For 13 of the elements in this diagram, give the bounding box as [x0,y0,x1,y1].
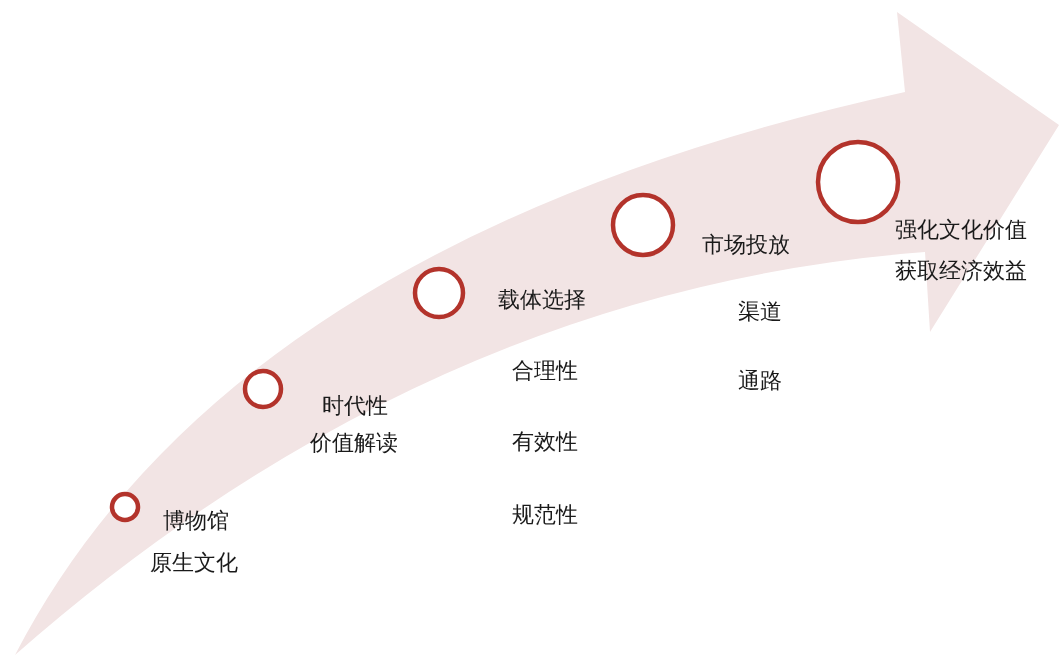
step-label: 通路 [738,368,782,394]
step-label: 渠道 [738,299,782,325]
step-label: 有效性 [512,429,578,455]
step-label: 时代性 [322,393,388,419]
step-label: 获取经济效益 [895,258,1027,284]
step-label: 价值解读 [310,430,398,456]
step-label: 博物馆 [163,508,229,534]
step-label: 合理性 [512,358,578,384]
step-label: 原生文化 [150,550,238,576]
step-label: 载体选择 [498,287,586,313]
step-label: 强化文化价值 [895,217,1027,243]
step-label: 规范性 [512,502,578,528]
step-label: 市场投放 [702,232,790,258]
